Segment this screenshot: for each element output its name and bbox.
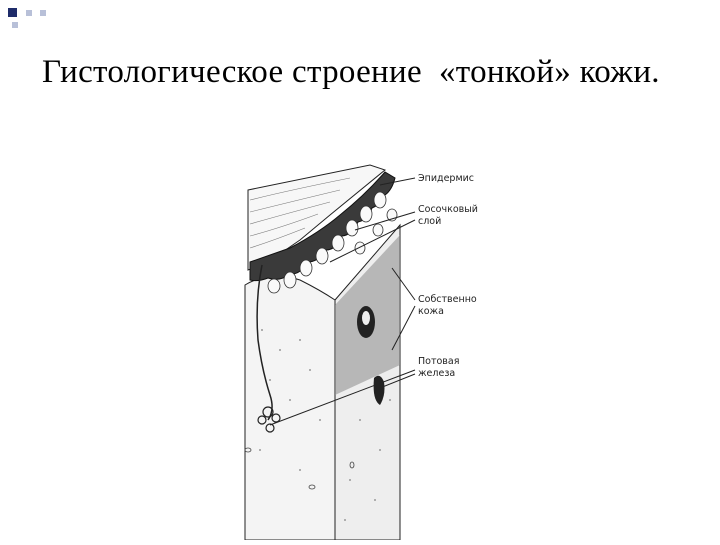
decorative-square-3 — [40, 10, 46, 16]
label-dermis-2: кожа — [418, 306, 444, 317]
papillary-layer — [267, 191, 398, 294]
decorative-square-1 — [8, 8, 17, 17]
decorative-square-2 — [26, 10, 32, 16]
label-papillary-1: Сосочковый — [418, 204, 478, 215]
sweat-gland — [257, 406, 281, 433]
label-sweat-2: железа — [418, 368, 455, 379]
slide-title: Гистологическое строение «тонкой» кожи. — [42, 54, 660, 90]
dermis-texture — [259, 329, 391, 521]
label-epidermis: Эпидермис — [418, 173, 474, 184]
label-sweat-1: Потовая — [418, 356, 459, 367]
cells — [244, 447, 355, 490]
skin-diagram: Эпидермис Сосочковый слой Собственно кож… — [238, 155, 498, 541]
corneum-lines — [249, 177, 351, 249]
label-dermis-1: Собственно — [418, 294, 477, 305]
dermis-block-front — [244, 275, 336, 541]
decorative-square-4 — [12, 22, 18, 28]
leader-lines — [269, 177, 416, 426]
decorative-squares — [0, 0, 80, 40]
label-papillary-2: слой — [418, 216, 441, 227]
